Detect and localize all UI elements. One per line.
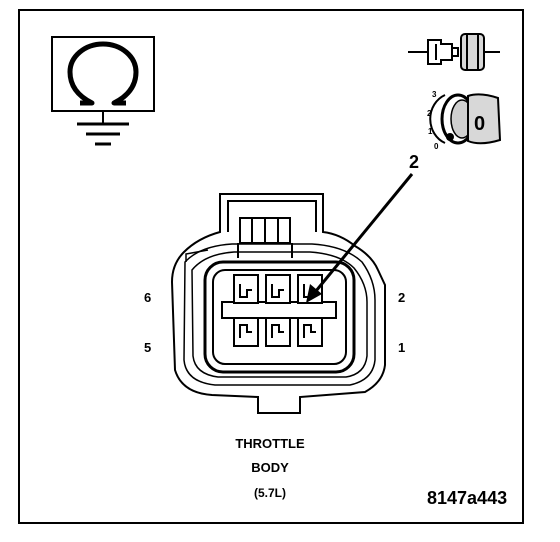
pin-label-1: 1 bbox=[398, 340, 405, 355]
ohmmeter-ground-icon bbox=[51, 36, 155, 146]
ignition-pos-2: 2 bbox=[427, 109, 432, 118]
figure-id: 8147a443 bbox=[427, 488, 507, 508]
connector-title-line2: BODY bbox=[251, 460, 289, 475]
ignition-pos-1: 1 bbox=[428, 127, 433, 136]
pin-cavity-4 bbox=[265, 274, 291, 304]
diagram-frame bbox=[18, 9, 524, 524]
ignition-pos-3: 3 bbox=[432, 90, 437, 99]
ignition-key-label: 0 bbox=[474, 113, 485, 135]
pin-label-2: 2 bbox=[398, 290, 405, 305]
connector-title-line3: (5.7L) bbox=[254, 486, 286, 500]
callout-pin-label: 2 bbox=[409, 152, 419, 172]
ignition-key-icon: 3 2 1 0 0 bbox=[427, 90, 502, 151]
connector-disconnect-icon bbox=[408, 33, 500, 71]
pin-cavity-3 bbox=[265, 317, 291, 347]
pin-callout-arrow bbox=[306, 173, 414, 303]
ignition-pos-0: 0 bbox=[434, 142, 439, 151]
connector-title-line1: THROTTLE bbox=[235, 436, 305, 451]
connector-face bbox=[170, 193, 386, 414]
pin-cavity-6 bbox=[233, 274, 259, 304]
pin-label-5: 5 bbox=[144, 340, 151, 355]
pin-label-6: 6 bbox=[144, 290, 151, 305]
pin-cavity-5 bbox=[233, 317, 259, 347]
pin-cavity-1 bbox=[297, 317, 323, 347]
